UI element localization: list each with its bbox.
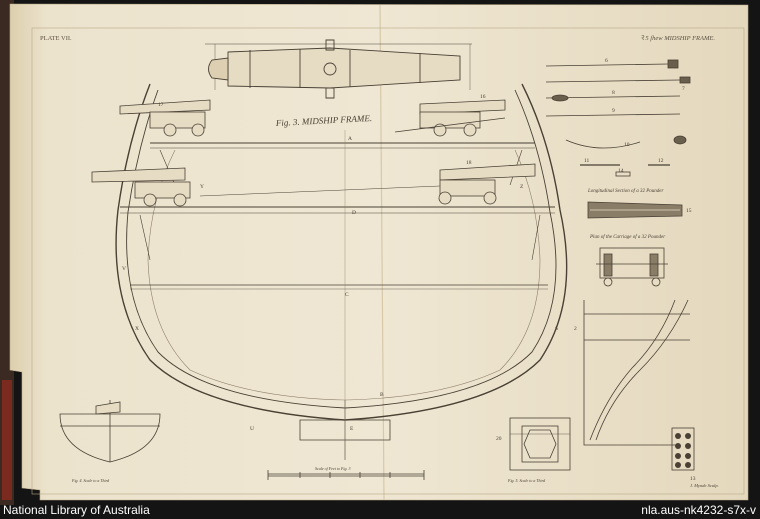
upper-right-cannon (394, 99, 506, 137)
fig-7: 7 (682, 86, 685, 92)
footer-library-name: National Library of Australia (3, 503, 150, 517)
label-Y: Y (200, 184, 204, 190)
upper-left-cannon (119, 99, 211, 137)
longitudinal-caption: Longitudinal Section of a 32 Pounder (587, 189, 663, 194)
label-B: B (380, 392, 384, 398)
fig-14: 14 (618, 168, 624, 174)
fig-2: 2 (574, 326, 577, 332)
label-D: D (352, 210, 356, 216)
label-U: U (250, 426, 254, 432)
midship-frame-hull (115, 83, 568, 460)
carriage-caption: Plan of the Carriage of a 32 Pounder (589, 235, 665, 240)
fig-10: 10 (624, 142, 630, 148)
carriage-plan (596, 247, 668, 287)
scale-bottom-caption: Fig. 5. Scale to a Third (507, 478, 546, 483)
label-X: X (135, 326, 139, 332)
label-V: V (122, 266, 126, 272)
side-section-right (583, 299, 690, 446)
fig-15: 15 (686, 208, 692, 214)
fig-13: 13 (690, 476, 696, 482)
fig-8: 8 (612, 90, 615, 96)
fig-12: 12 (658, 158, 664, 164)
small-hull-section (59, 400, 161, 463)
fig-18: 18 (466, 160, 472, 166)
fig-16: 16 (480, 94, 486, 100)
scale-left-caption: Fig. 4. Scale to a Third (71, 478, 110, 483)
label-C: C (345, 292, 349, 298)
plate-border (31, 27, 745, 495)
label-Z: Z (520, 184, 524, 190)
scale-bar (267, 470, 425, 480)
gun-tools (545, 59, 691, 177)
large-cannon-drawing (205, 39, 472, 99)
lower-left-cannon (91, 167, 191, 207)
fig-6: 6 (605, 58, 608, 64)
hatch-section (509, 417, 571, 471)
fig-11: 11 (584, 158, 590, 164)
fig-20: 20 (496, 436, 502, 442)
label-A: A (348, 136, 352, 142)
label-E: E (350, 426, 354, 432)
plate-number: PLATE VII. (40, 35, 72, 42)
fig-17: 17 (158, 102, 164, 108)
footer-image-id: nla.aus-nk4232-s7x-v (641, 503, 756, 517)
label-S: S (555, 326, 558, 332)
engraver-caption: J. Mynde Sculp. (690, 483, 719, 488)
lower-right-cannon (199, 163, 536, 205)
fig-9: 9 (612, 108, 615, 114)
header-right: Ꝛ 5 ſhew MIDSHIP FRAME. (640, 35, 715, 42)
scale-caption: Scale of Feet to Fig. 3 (315, 466, 351, 471)
longitudinal-section (587, 201, 683, 219)
shot-stack (671, 427, 695, 471)
